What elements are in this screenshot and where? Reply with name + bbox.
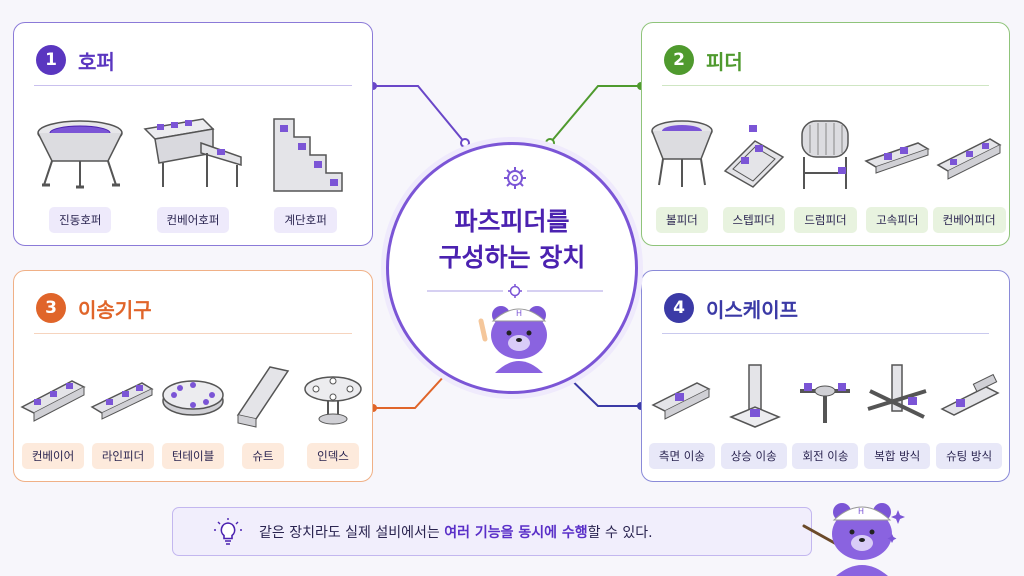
item-label: 컨베어호퍼 <box>156 207 230 233</box>
section-number-badge: 4 <box>664 293 694 323</box>
center-title-line1: 파츠피더를 <box>454 207 570 236</box>
item-lift-transfer: 상승 이송 <box>719 361 789 469</box>
section-number-badge: 2 <box>664 45 694 75</box>
item-conveyor: 컨베이어 <box>19 361 87 469</box>
section-title: 이스케이프 <box>706 297 798 322</box>
conveyor-icon <box>20 380 86 422</box>
feeder-panel: 2 피더 볼피더 스텝피더 <box>641 22 1010 246</box>
conveyor-hopper-icon <box>143 118 242 187</box>
section-title: 피더 <box>706 49 743 74</box>
item-label: 슈트 <box>242 443 284 469</box>
transfer-mechanism-panel: 3 이송기구 컨베이어 라인피더 턴테이블 <box>13 270 373 482</box>
item-label: 측면 이송 <box>648 443 715 469</box>
item-label: 진동호퍼 <box>49 207 112 233</box>
item-label: 회전 이송 <box>792 443 859 469</box>
item-label: 라인피더 <box>91 443 155 469</box>
item-combined-method: 복합 방식 <box>862 361 932 469</box>
item-shooting-method: 슈팅 방식 <box>934 361 1004 469</box>
rotary-transfer-icon <box>800 383 851 423</box>
item-conveyor-feeder: 컨베어피더 <box>932 115 1006 233</box>
section-number-badge: 3 <box>36 293 66 323</box>
combined-method-icon <box>867 364 927 419</box>
item-label: 복합 방식 <box>864 443 931 469</box>
center-title-circle: 파츠피더를 구성하는 장치 H <box>386 142 638 394</box>
bottom-note-text: 같은 장치라도 실제 설비에서는 여러 기능을 동시에 수행할 수 있다. <box>259 522 653 542</box>
item-turntable: 턴테이블 <box>159 361 227 469</box>
divider <box>662 85 989 86</box>
item-step-feeder: 스텝피더 <box>719 115 789 233</box>
vibration-hopper-icon <box>37 120 124 189</box>
bottom-note-banner: 같은 장치라도 실제 설비에서는 여러 기능을 동시에 수행할 수 있다. <box>172 507 812 556</box>
note-highlight: 여러 기능을 동시에 수행 <box>444 524 588 541</box>
item-label: 컨베이어 <box>21 443 85 469</box>
item-index: 인덱스 <box>299 361 367 469</box>
section-number-badge: 1 <box>36 45 66 75</box>
section-title: 호퍼 <box>78 49 115 74</box>
divider <box>662 333 989 334</box>
lift-transfer-icon <box>728 364 781 428</box>
escape-panel: 4 이스케이프 측면 이송 상승 이송 회전 이송 <box>641 270 1010 482</box>
side-transfer-icon <box>651 382 711 420</box>
small-gear-divider-icon <box>427 284 603 298</box>
note-text-after: 할 수 있다. <box>587 524 653 541</box>
item-label: 슈팅 방식 <box>936 443 1003 469</box>
line-feeder-icon <box>90 382 154 420</box>
item-label: 볼피더 <box>656 207 708 233</box>
item-label: 턴테이블 <box>161 443 225 469</box>
step-feeder-icon <box>723 125 784 188</box>
turntable-icon <box>162 380 224 416</box>
item-side-transfer: 측면 이송 <box>647 361 717 469</box>
item-label: 고속피더 <box>866 207 929 233</box>
item-chute: 슈트 <box>229 361 297 469</box>
item-line-feeder: 라인피더 <box>89 361 157 469</box>
item-drum-feeder: 드럼피더 <box>790 115 860 233</box>
bowl-feeder-icon <box>651 120 713 187</box>
shooting-method-icon <box>940 373 1000 416</box>
svg-text:H: H <box>516 309 522 318</box>
gear-icon <box>504 167 526 189</box>
note-text-before: 같은 장치라도 실제 설비에서는 <box>259 524 445 541</box>
item-label: 계단호퍼 <box>274 207 337 233</box>
step-hopper-icon <box>272 118 343 192</box>
conveyor-feeder-icon <box>936 138 1002 180</box>
section-title: 이송기구 <box>78 297 152 322</box>
divider <box>34 333 352 334</box>
item-label: 인덱스 <box>307 443 359 469</box>
item-vibration-hopper: 진동호퍼 <box>30 115 130 233</box>
item-rotary-transfer: 회전 이송 <box>790 361 860 469</box>
chute-icon <box>236 366 290 428</box>
bear-mascot-icon: H <box>478 306 547 373</box>
svg-text:H: H <box>858 507 864 516</box>
item-label: 상승 이송 <box>720 443 787 469</box>
item-label: 컨베어피더 <box>932 207 1006 233</box>
item-bowl-feeder: 볼피더 <box>647 115 717 233</box>
item-label: 스텝피더 <box>722 207 785 233</box>
drum-feeder-icon <box>801 120 850 189</box>
item-step-hopper: 계단호퍼 <box>256 115 356 233</box>
item-label: 드럼피더 <box>794 207 857 233</box>
index-table-icon <box>304 376 362 425</box>
item-conveyor-hopper: 컨베어호퍼 <box>143 115 243 233</box>
bear-pointer-mascot-icon: H <box>802 503 905 576</box>
high-speed-feeder-icon <box>864 142 931 174</box>
divider <box>34 85 352 86</box>
item-high-speed-feeder: 고속피더 <box>862 115 932 233</box>
center-title-line2: 구성하는 장치 <box>438 243 586 272</box>
hopper-panel: 1 호퍼 진동호퍼 컨베어호퍼 <box>13 22 373 246</box>
lightbulb-icon <box>214 517 242 545</box>
